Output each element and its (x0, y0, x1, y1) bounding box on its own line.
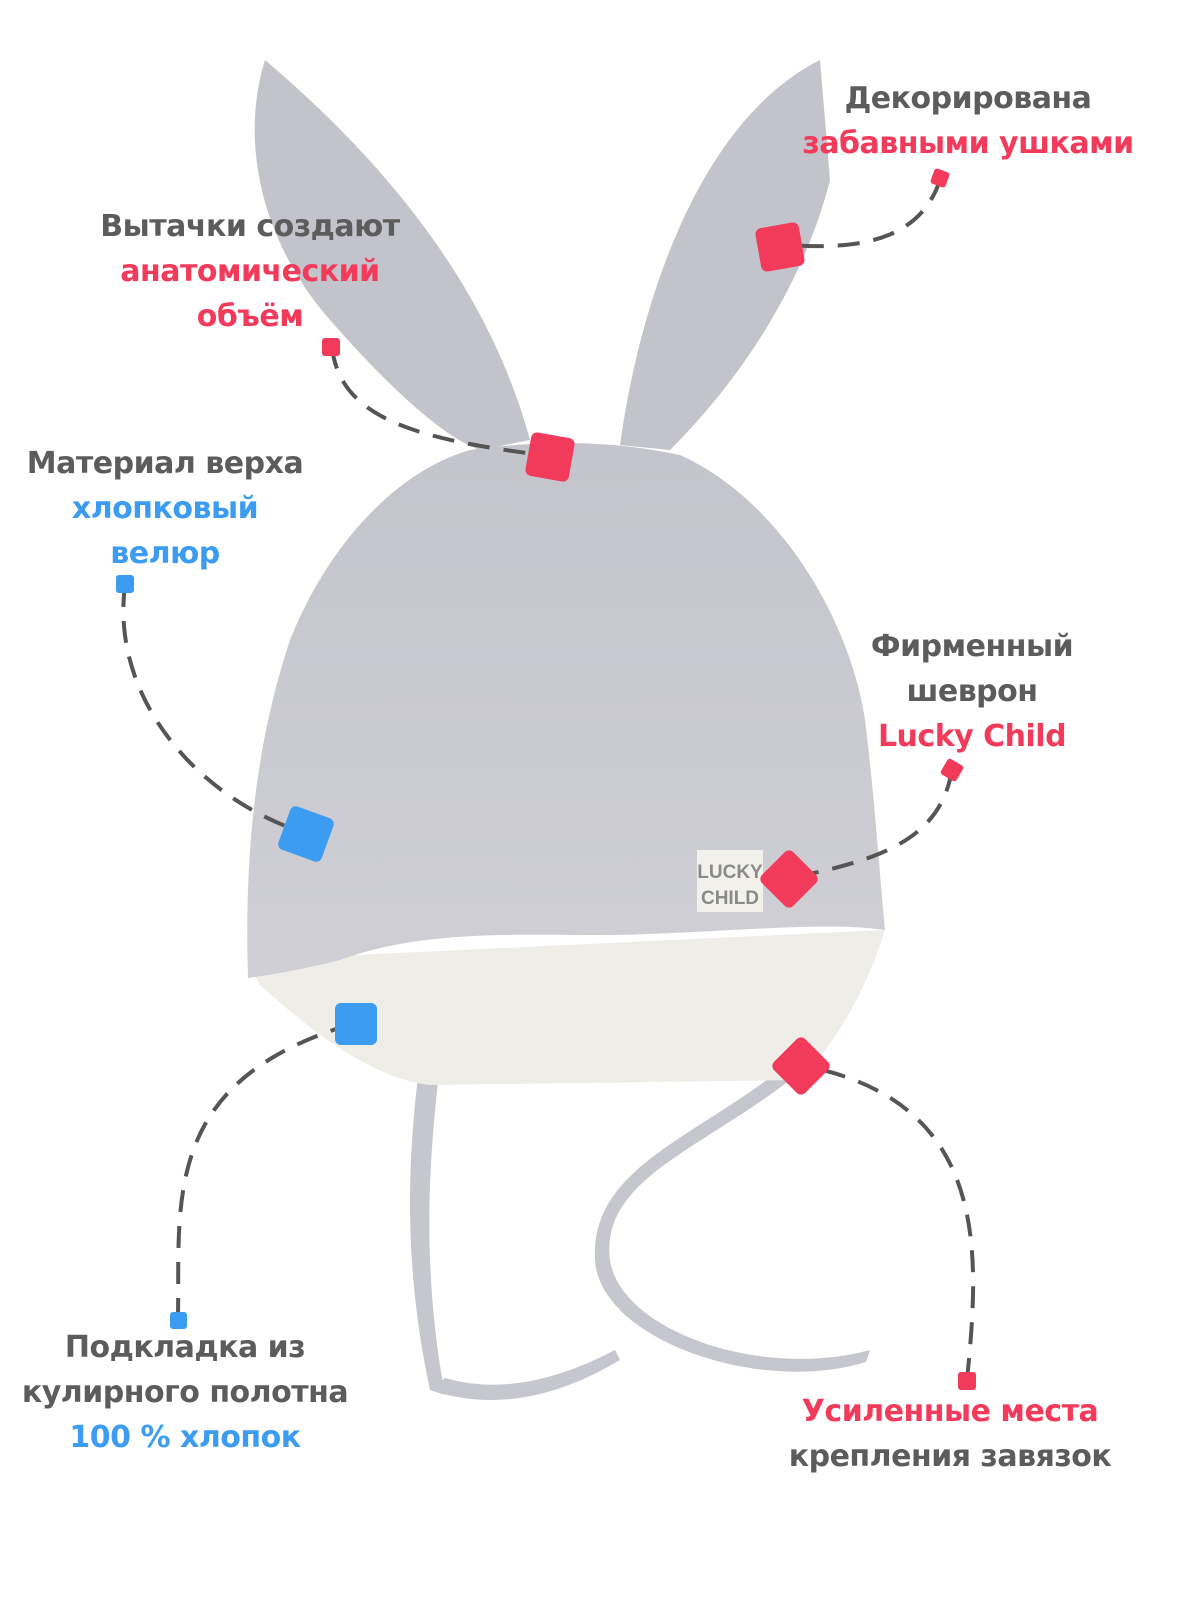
left-ear (254, 60, 530, 450)
callout-ties: Усиленные места крепления завязок (789, 1389, 1112, 1479)
callout-highlight: 100 % хлопок (69, 1420, 301, 1455)
svg-text:CHILD: CHILD (701, 888, 759, 909)
connector-lining (176, 1021, 356, 1321)
callout-highlight: анатомический (120, 254, 380, 289)
svg-text:LUCKY: LUCKY (697, 862, 763, 883)
marker-material-small (116, 575, 134, 593)
callout-highlight: хлопковый (71, 491, 259, 526)
hat-body (247, 443, 885, 978)
marker-ears-small (930, 168, 950, 188)
callout-highlight: забавными ушками (802, 126, 1134, 161)
callout-text: Материал верха (26, 446, 304, 481)
marker-ears (755, 222, 805, 272)
callout-text: Подкладка из (64, 1330, 306, 1365)
callout-highlight: Lucky Child (877, 719, 1067, 754)
connector-ears (789, 179, 942, 249)
callout-ears: Декорирована забавными ушками (802, 76, 1134, 166)
markers (116, 168, 976, 1390)
marker-darts (525, 432, 575, 482)
callout-highlight: велюр (110, 536, 220, 571)
callout-text: Фирменный (870, 629, 1074, 664)
marker-material (278, 806, 334, 862)
lining (248, 930, 885, 1085)
callout-text: Вытачки создают (100, 209, 400, 244)
connector-material (121, 584, 306, 835)
connector-ties (799, 1063, 976, 1381)
marker-chevron (760, 850, 818, 908)
marker-lining (335, 1003, 377, 1045)
callout-material: Материал верха хлопковый велюр (26, 441, 304, 576)
left-tie (410, 1060, 445, 1395)
callout-highlight: объём (196, 299, 304, 334)
callout-text: Декорирована (844, 81, 1092, 116)
marker-ties (772, 1037, 830, 1095)
callout-highlight: Усиленные места (801, 1394, 1099, 1429)
right-ear (620, 60, 830, 450)
left-tie-end (430, 1350, 620, 1400)
callout-chevron: Фирменный шеврон Lucky Child (870, 624, 1074, 759)
callout-text: шеврон (906, 674, 1038, 709)
marker-chevron-small (940, 758, 964, 782)
callout-text: крепления завязок (788, 1439, 1112, 1474)
callout-darts: Вытачки создают анатомический объём (100, 204, 400, 339)
callout-lining: Подкладка из кулирного полотна 100 % хло… (21, 1325, 349, 1460)
brand-chevron (697, 850, 763, 912)
marker-ties-small (958, 1372, 976, 1390)
connector-chevron (789, 769, 954, 880)
marker-darts-small (322, 338, 340, 356)
marker-lining-small (170, 1312, 187, 1329)
right-tie (594, 1070, 870, 1372)
callout-text: кулирного полотна (21, 1375, 349, 1410)
